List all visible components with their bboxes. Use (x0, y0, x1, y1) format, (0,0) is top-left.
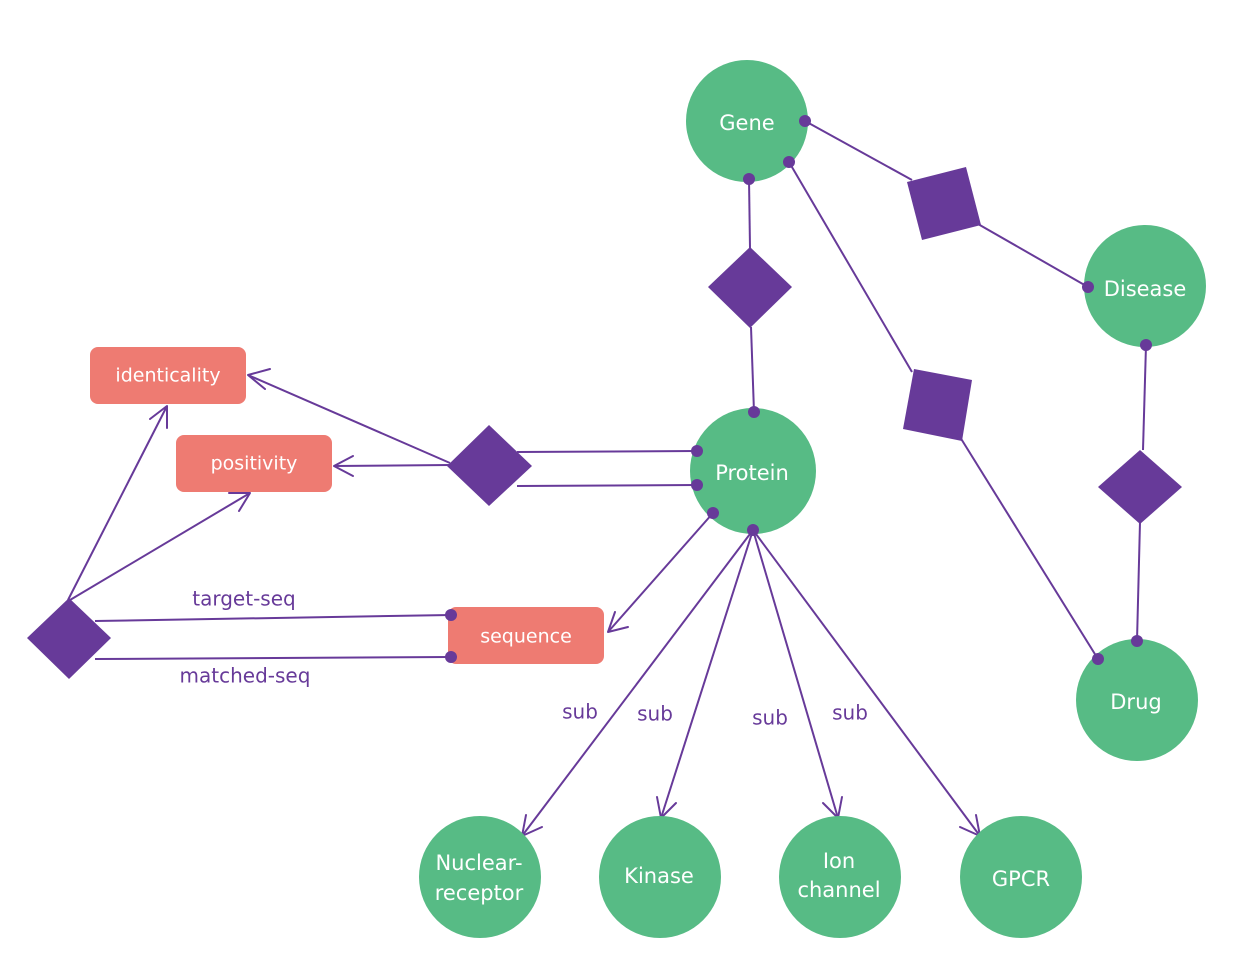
edge-protein-to-relation (516, 450, 698, 453)
connector-dot (799, 115, 811, 127)
connector-dot (1092, 653, 1104, 665)
relation-gene-disease (907, 167, 981, 240)
edge-label-sub: sub (637, 702, 673, 726)
entity-disease-label: Disease (1104, 277, 1187, 301)
relation-disease-drug (1098, 450, 1182, 524)
attribute-positivity (176, 435, 332, 492)
attribute-identicality-label: identicality (115, 365, 220, 387)
edge-sub-nuclear-receptor (521, 529, 754, 837)
edge-gene-to-relation (788, 161, 913, 373)
edges (67, 120, 1147, 837)
connector-dot (748, 406, 760, 418)
connector-dot (747, 524, 759, 536)
connector-dot (1082, 281, 1094, 293)
edge-label-matched-seq: matched-seq (180, 664, 311, 688)
entity-ion-channel-label: channel (797, 878, 880, 902)
entity-kinase (599, 816, 721, 938)
entities: Gene Disease Protein Drug Nuclear- recep… (419, 60, 1206, 938)
edge-relation-to-protein (750, 326, 755, 413)
edge-matched-seq (94, 656, 452, 660)
edge-label-target-seq: target-seq (192, 587, 295, 611)
edge-protein-to-relation (516, 484, 698, 487)
connector-dot (1140, 339, 1152, 351)
entity-drug (1076, 639, 1198, 761)
edge-labels: target-seq matched-seq sub sub sub sub (180, 587, 868, 730)
arrowhead (333, 455, 354, 477)
entity-drug-label: Drug (1110, 690, 1161, 714)
entity-gpcr-label: GPCR (992, 867, 1050, 891)
arrowhead (228, 492, 251, 512)
connector-dot (691, 479, 703, 491)
edge-label-sub: sub (752, 706, 788, 730)
connector-dot (445, 651, 457, 663)
edge-disease-to-relation (1142, 344, 1147, 451)
entity-disease (1084, 225, 1206, 347)
edge-relation-to-positivity (333, 464, 451, 467)
edge-relation-to-identicality (67, 405, 168, 601)
attribute-sequence-label: sequence (480, 626, 572, 648)
entity-kinase-label: Kinase (624, 864, 694, 888)
edge-label-sub: sub (832, 701, 868, 725)
relations (27, 167, 1182, 679)
arrowhead (247, 368, 271, 390)
connector-dot (707, 507, 719, 519)
edge-target-seq (94, 614, 452, 622)
edge-relation-to-disease (977, 223, 1089, 288)
attribute-identicality (90, 347, 246, 404)
edge-protein-to-sequence (607, 512, 714, 633)
entity-nuclear-receptor-label: Nuclear- (435, 851, 522, 875)
entity-nuclear-receptor (419, 816, 541, 938)
entity-gene-label: Gene (719, 111, 774, 135)
edge-relation-to-drug (1136, 521, 1141, 642)
edge-sub-kinase (660, 529, 754, 819)
attribute-positivity-label: positivity (211, 453, 298, 475)
entity-nuclear-receptor-label: receptor (435, 881, 524, 905)
edge-sub-ion-channel (752, 529, 839, 819)
attributes: identicality positivity sequence (90, 347, 604, 664)
entity-protein-label: Protein (715, 461, 789, 485)
connector-dots (445, 115, 1152, 665)
edge-relation-to-positivity (69, 492, 251, 601)
connector-dot (743, 173, 755, 185)
edge-gene-to-relation (748, 178, 751, 249)
entity-protein (690, 408, 816, 534)
relation-gene-protein (708, 247, 792, 328)
edge-gene-to-relation (804, 120, 913, 181)
entity-ion-channel-label: Ion (823, 849, 855, 873)
connector-dot (1131, 635, 1143, 647)
edge-relation-to-drug (959, 436, 1099, 660)
relation-sequence-comparison (27, 598, 111, 679)
entity-gene (686, 60, 808, 182)
edge-label-sub: sub (562, 700, 598, 724)
connector-dot (691, 445, 703, 457)
edge-sub-gpcr (752, 529, 981, 837)
relation-protein-comparison (447, 425, 532, 506)
arrowhead (607, 611, 629, 633)
attribute-sequence (448, 607, 604, 664)
entity-ion-channel (779, 816, 901, 938)
edge-relation-to-identicality (247, 374, 451, 464)
connector-dot (445, 609, 457, 621)
arrowhead (149, 405, 168, 429)
entity-gpcr (960, 816, 1082, 938)
connector-dot (783, 156, 795, 168)
relation-gene-drug (903, 369, 972, 441)
